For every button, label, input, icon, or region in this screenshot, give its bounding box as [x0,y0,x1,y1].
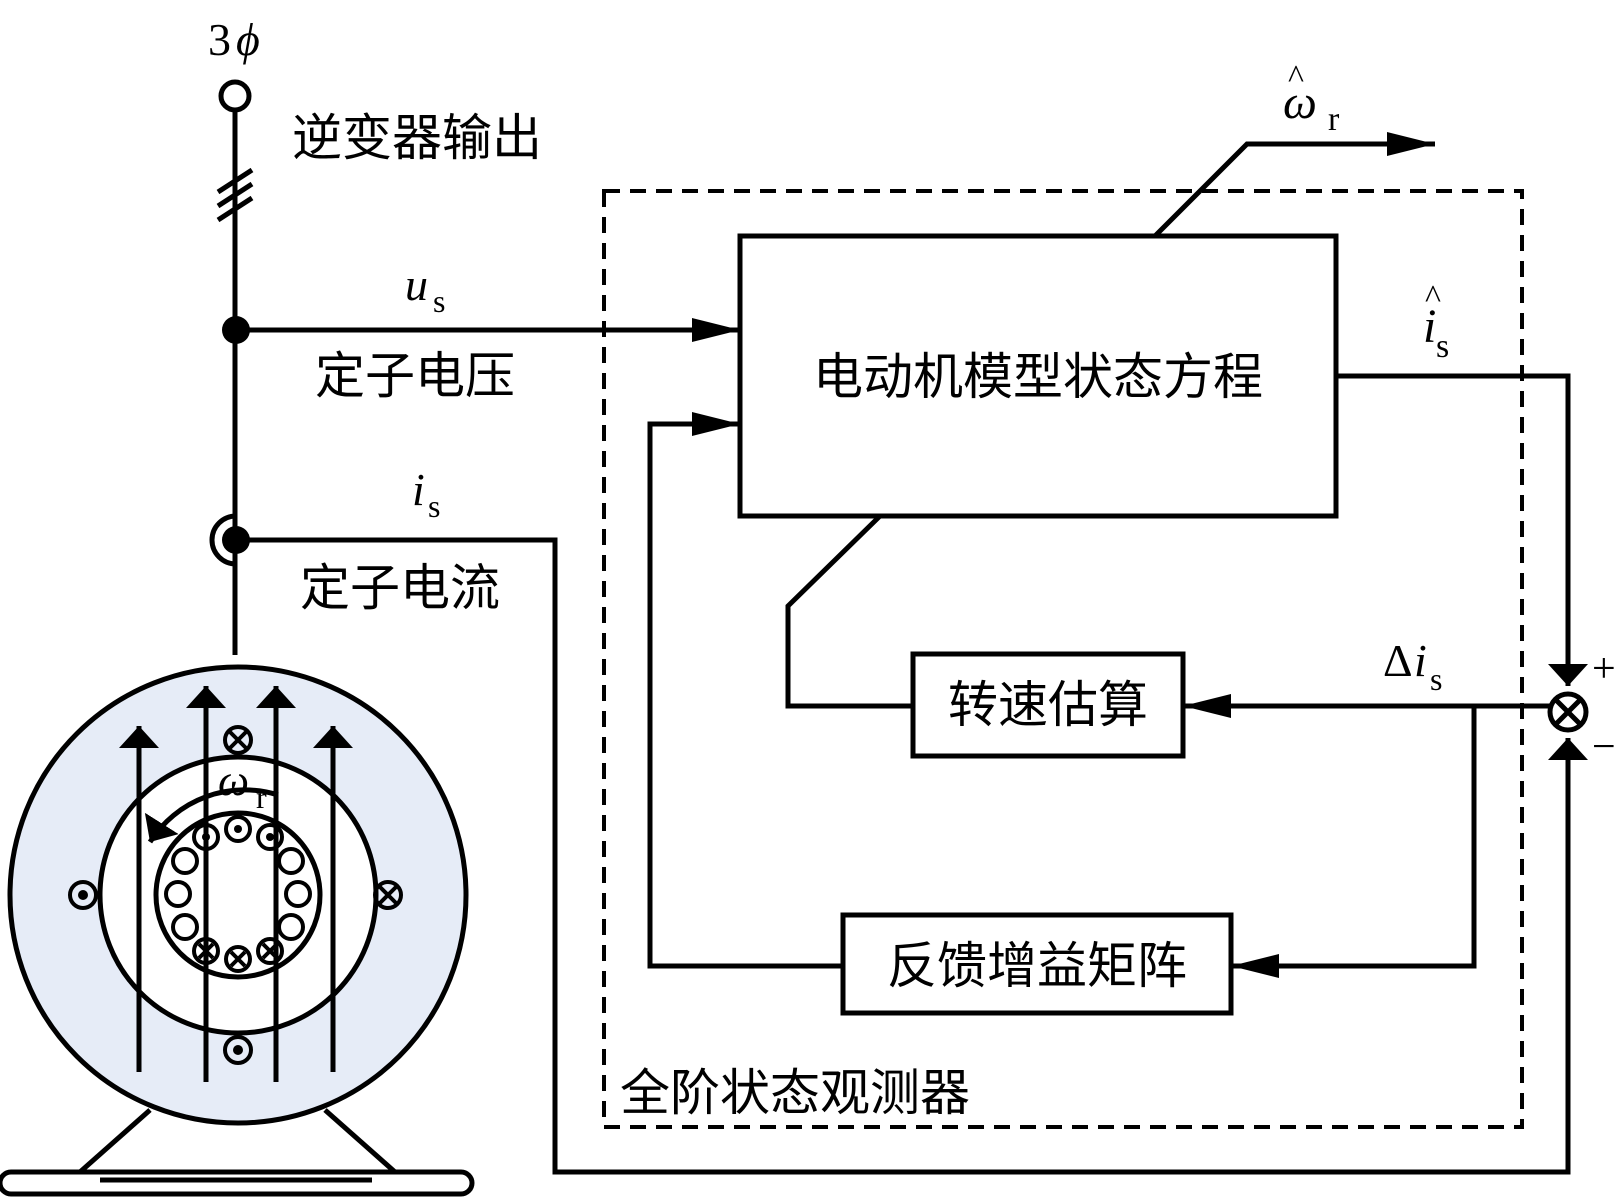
feedback-gain-block: 反馈增益矩阵 [840,912,1234,1016]
wr-motor-subscript: r [256,779,267,815]
summing-junction: + − [1547,646,1616,770]
motor-rotor [153,810,323,980]
us-label: u [405,259,428,310]
phase-symbol: ϕ [236,14,260,65]
error-signal-line: Δ i s [1183,635,1550,718]
motor-base [0,1108,475,1197]
is-subscript: s [428,488,440,524]
rotor-conductor [164,880,192,908]
rotor-conductor-dot [256,823,284,851]
us-subscript: s [433,283,445,319]
stator-conductor-cross-right [373,880,403,910]
wr-hat-mark: ^ [1288,59,1304,96]
three-phase-slash-marks [216,167,254,223]
stator-conductor-cross-top [223,725,253,755]
wr-motor-label: ω [218,756,249,805]
rotor-conductor [171,847,199,875]
inverter-output-label: 逆变器输出 [292,109,542,167]
stator-voltage-branch: u s 定子电压 [222,259,740,405]
feedback-gain-label: 反馈增益矩阵 [887,937,1187,995]
rotor-conductor [284,880,312,908]
observer-dashed-box [602,189,1524,1129]
speed-estimation-label: 转速估算 [948,676,1148,734]
delta-is-subscript: s [1430,661,1442,697]
minus-sign: − [1592,724,1616,770]
current-sensor-arc [209,513,237,567]
estimated-current-line: i ^ s [1336,279,1588,686]
stator-current-label: 定子电流 [300,559,500,617]
rotation-arrow [144,787,279,844]
is-hat-subscript: s [1436,328,1449,365]
speed-to-model-line [785,514,913,709]
rotor-conductor-cross [224,945,252,973]
is-label: i [412,464,425,515]
input-terminal [218,79,252,113]
error-to-feedback-line [1231,706,1477,978]
delta-is-label: i [1414,635,1427,686]
speed-output-line: ω ^ r [1153,59,1435,238]
motor-model-block: 电动机模型状态方程 [737,233,1339,519]
stator-current-branch: i s 定子电流 [209,464,1588,1175]
feedback-to-model-line [647,412,843,969]
stator-conductors [68,725,403,1065]
wr-hat-subscript: r [1328,101,1340,138]
induction-motor: ω r [0,664,475,1197]
wr-hat-label: ω [1283,76,1317,129]
plus-sign: + [1592,646,1616,692]
phase-number: 3 [208,14,231,65]
stator-voltage-label: 定子电压 [315,347,515,405]
stator-conductor-dot-bottom [223,1035,253,1065]
delta-symbol: Δ [1383,635,1413,686]
is-hat-label: i [1423,300,1436,353]
rotor-conductor [277,913,305,941]
motor-model-label: 电动机模型状态方程 [813,348,1263,406]
observer-label: 全阶状态观测器 [620,1064,970,1122]
is-hat-mark: ^ [1425,279,1441,316]
stator-conductor-dot-left [68,880,98,910]
rotor-conductor [277,847,305,875]
rotor-conductor-dot [224,815,252,843]
magnetic-flux-arrows [119,686,353,1082]
rotor-conductor [171,913,199,941]
speed-estimation-block: 转速估算 [910,651,1186,759]
